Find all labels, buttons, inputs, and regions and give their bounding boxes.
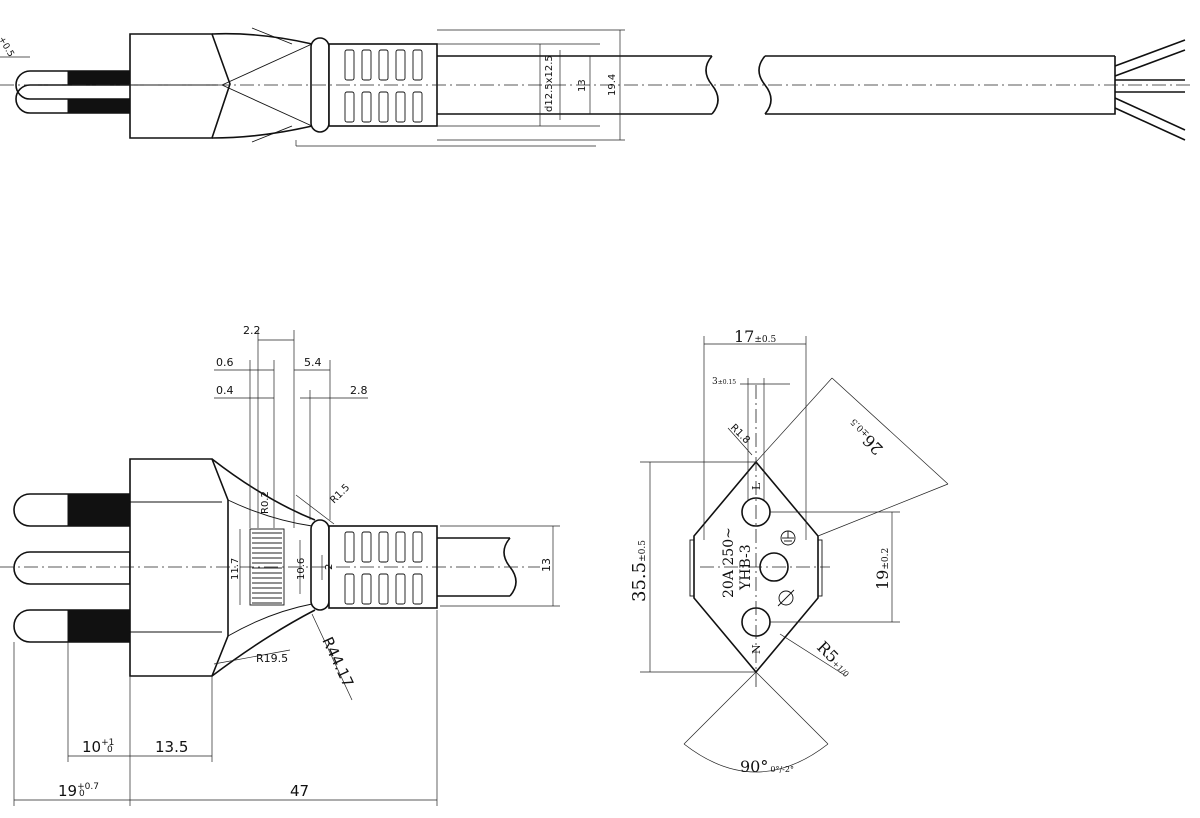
front-dim-3: 3±0.15 bbox=[712, 377, 736, 387]
side-dim-10-tol-lo: 0 bbox=[107, 745, 113, 755]
front-dim-19: 19±0.2 bbox=[873, 548, 892, 590]
front-view-plug bbox=[640, 336, 949, 773]
side-dim-2: 2 bbox=[324, 564, 335, 570]
side-dim-13: 13 bbox=[540, 558, 553, 572]
side-r-1-5: R1.5 bbox=[328, 482, 352, 506]
side-dim-5-4: 5.4 bbox=[304, 356, 322, 369]
side-dim-19-tol-lo: 0 bbox=[79, 789, 85, 799]
top-dim-13: 13 bbox=[577, 79, 588, 92]
front-pin-n: N bbox=[750, 644, 763, 654]
top-dim-19-4: 19.4 bbox=[607, 74, 618, 96]
side-dim-10: 10+1 bbox=[82, 738, 114, 756]
side-dim-47: 47 bbox=[290, 782, 309, 800]
front-rating: 20A 250~ bbox=[721, 527, 737, 598]
top-tol-label: +0.5 bbox=[0, 35, 16, 59]
front-model: YHB-3 bbox=[738, 544, 754, 591]
side-view-plug bbox=[0, 330, 560, 806]
side-dim-11-7: 11.7 bbox=[230, 558, 241, 580]
side-dim-2-8: 2.8 bbox=[350, 384, 368, 397]
front-dim-17: 17±0.5 bbox=[734, 327, 776, 346]
side-r-0-2: R0.2 bbox=[260, 491, 271, 514]
top-grip-slots bbox=[344, 49, 423, 123]
side-dim-10-6: 10.6 bbox=[296, 558, 307, 580]
top-view-plug bbox=[0, 27, 1190, 147]
side-dim-13-5: 13.5 bbox=[155, 738, 188, 756]
side-dim-2-2: 2.2 bbox=[243, 324, 261, 337]
top-dia-label: d12.5x12.5 bbox=[544, 55, 555, 112]
side-r-19-5: R19.5 bbox=[256, 652, 288, 665]
side-hatch bbox=[252, 532, 282, 604]
side-dim-0-6: 0.6 bbox=[216, 356, 234, 369]
side-grip-slots bbox=[344, 531, 423, 605]
front-angle: 90°0°/-2° bbox=[740, 757, 794, 776]
side-r-44-17: R44.17 bbox=[318, 634, 357, 690]
side-dim-19: 19+0.7 bbox=[58, 782, 99, 800]
side-dim-0-4: 0.4 bbox=[216, 384, 234, 397]
front-dim-35-5: 35.5±0.5 bbox=[629, 540, 650, 602]
front-dim-26: 26±0.5 bbox=[843, 415, 886, 458]
front-pin-l: L bbox=[750, 482, 763, 490]
